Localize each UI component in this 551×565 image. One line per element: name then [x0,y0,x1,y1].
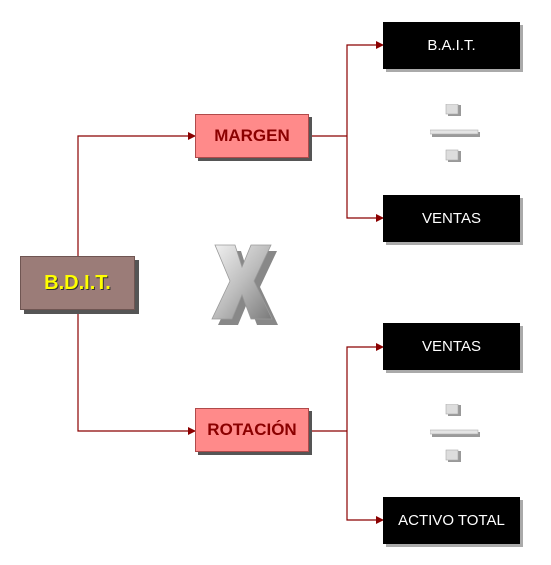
leaf-node-label: B.A.I.T. [427,37,476,54]
root-node-label: B.D.I.T. [44,271,111,294]
connector-root-rotacion [77,310,196,435]
division-icon [430,404,480,462]
leaf-node-label: VENTAS [422,338,481,355]
leaf-node-activo-total: ACTIVO TOTAL [383,497,520,544]
leaf-node-label: ACTIVO TOTAL [398,512,505,529]
connector-rotacion-numerator [346,343,384,431]
branch-node-label: ROTACIÓN [207,420,297,439]
branch-node-rotacion: ROTACIÓN [195,408,309,452]
division-icon [430,104,480,162]
connector-margen-denominator [346,136,384,222]
leaf-node-label: VENTAS [422,210,481,227]
leaf-node-ventas-margen: VENTAS [383,195,520,242]
branch-node-label: MARGEN [214,126,290,145]
connector-margen-numerator [346,41,384,136]
leaf-node-bait: B.A.I.T. [383,22,520,69]
connector-rotacion-denominator [346,431,384,524]
connector-root-margen [77,132,196,256]
leaf-node-ventas-rotacion: VENTAS [383,323,520,370]
branch-node-margen: MARGEN [195,114,309,158]
multiply-icon [211,244,278,325]
root-node-bdit: B.D.I.T. [20,256,135,310]
